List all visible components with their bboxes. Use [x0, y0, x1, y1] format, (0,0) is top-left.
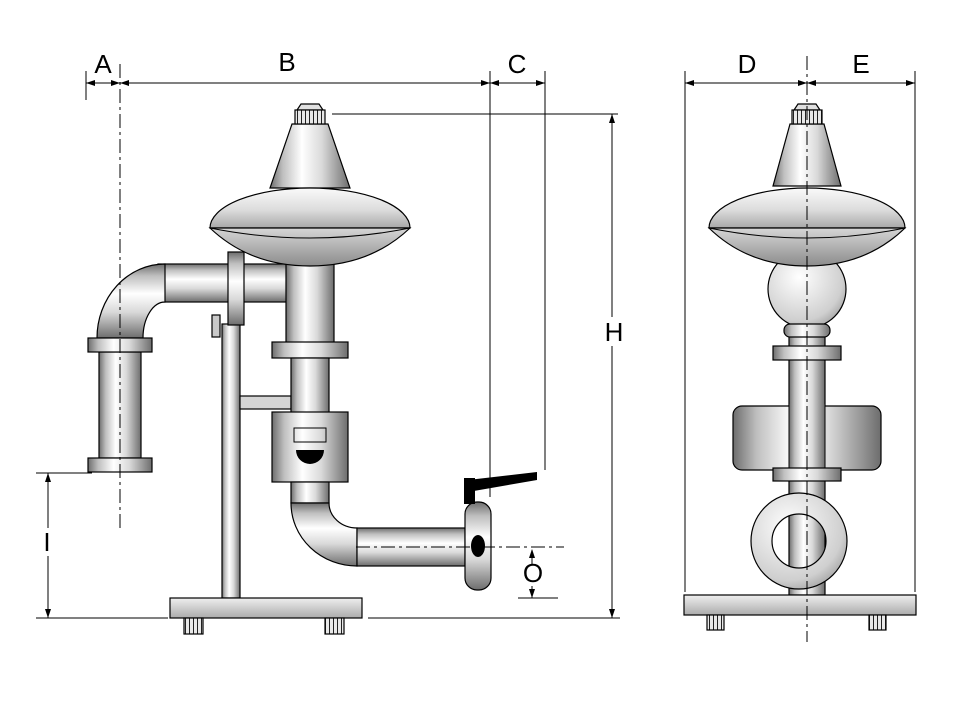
valve-port	[471, 535, 485, 557]
dim-label-e: E	[852, 49, 869, 79]
dim-c-arrow-right	[536, 80, 545, 86]
base-foot-left	[183, 617, 204, 635]
dimension-c: C	[490, 49, 545, 86]
side-view	[87, 103, 537, 635]
dim-e-arrow-right	[906, 80, 915, 86]
dim-a-arrow-right	[111, 80, 120, 86]
outlet-riser	[290, 481, 330, 504]
body-pipe	[290, 357, 330, 415]
front-pipe-loop	[750, 492, 848, 590]
dimension-a: A	[86, 49, 120, 86]
dimension-e: E	[807, 49, 915, 86]
dimension-h: H	[605, 114, 624, 618]
stand-tab	[211, 314, 221, 338]
ball-valve-handle	[468, 472, 537, 492]
front-base-plate	[683, 594, 917, 616]
actuator-neck	[269, 123, 351, 189]
outlet-elbow	[290, 502, 358, 567]
dim-c-arrow-left	[490, 80, 499, 86]
dim-label-h: H	[605, 317, 624, 347]
dimension-d: D	[685, 49, 807, 86]
dim-label-c: C	[508, 49, 527, 79]
actuator-dome-top	[209, 187, 411, 229]
dim-b-arrow-right	[481, 80, 490, 86]
dim-o-arrow-top	[529, 549, 535, 558]
support-stand	[221, 323, 241, 599]
meter-body	[271, 411, 349, 483]
dim-a-arrow-left	[86, 80, 95, 86]
actuator-dome-bottom	[208, 227, 412, 267]
extension-lines	[36, 71, 916, 619]
meter-register-window	[293, 427, 327, 443]
centerlines	[119, 56, 808, 642]
dimension-i: I	[43, 473, 51, 618]
inlet-elbow	[96, 263, 166, 339]
dim-label-i: I	[43, 527, 50, 557]
dim-o-arrow-bottom	[529, 589, 535, 598]
body-flange	[271, 341, 349, 359]
dim-label-b: B	[278, 47, 295, 77]
dim-label-d: D	[738, 49, 757, 79]
dimension-b: B	[120, 47, 490, 86]
base-foot-right	[324, 617, 345, 635]
dim-h-arrow-top	[609, 114, 615, 123]
dim-i-arrow-bottom	[45, 609, 51, 618]
dim-e-arrow-left	[807, 80, 816, 86]
dim-label-a: A	[94, 49, 112, 79]
dim-b-arrow-left	[120, 80, 129, 86]
dim-d-arrow-right	[798, 80, 807, 86]
base-plate	[169, 597, 363, 619]
front-view	[683, 103, 917, 631]
dim-h-arrow-bottom	[609, 609, 615, 618]
support-bracket	[239, 395, 292, 410]
dim-d-arrow-left	[685, 80, 694, 86]
actuator-cap-top	[295, 103, 325, 111]
dimension-o: O	[523, 549, 543, 598]
front-foot-left	[706, 614, 725, 631]
dim-i-arrow-top	[45, 473, 51, 482]
front-foot-right	[868, 614, 887, 631]
tee-flange	[227, 251, 245, 326]
dome-seam	[209, 227, 411, 239]
dim-label-o: O	[523, 558, 543, 588]
meter-dial	[296, 450, 324, 464]
actuator-cap	[294, 109, 326, 125]
